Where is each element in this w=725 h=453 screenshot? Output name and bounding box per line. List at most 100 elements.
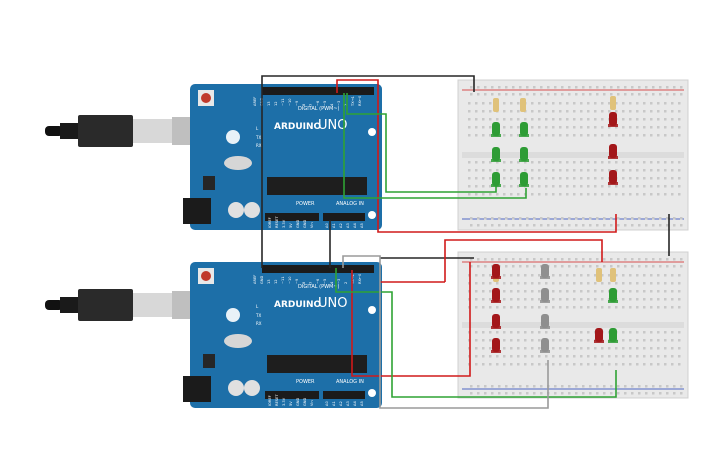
pin-label: ~10 xyxy=(288,98,292,106)
pin-label: ~5 xyxy=(323,101,327,106)
pin-label: ~6 xyxy=(316,100,320,106)
pin-label: ~11 xyxy=(281,276,285,284)
pin-label: TX→1 xyxy=(351,274,355,285)
led[interactable] xyxy=(491,147,501,162)
pin-label: 12 xyxy=(274,279,278,284)
analog-label-bottom: ANALOG IN xyxy=(336,379,364,385)
pin-label: ~5 xyxy=(323,279,327,284)
wire-green-bottom-1[interactable] xyxy=(335,268,617,398)
resistors-top[interactable] xyxy=(493,96,616,112)
pin-label: A4 xyxy=(353,401,357,406)
analog-header-top xyxy=(323,213,365,221)
wire-red-bottom-signal[interactable] xyxy=(351,262,471,377)
wire-gray-bottom[interactable] xyxy=(342,255,549,409)
pin-label: ~3 xyxy=(337,279,341,284)
power-label-top: POWER xyxy=(296,201,315,207)
pin-label: A1 xyxy=(332,401,336,406)
svg-text:TX: TX xyxy=(255,135,261,140)
wire-green-top-2[interactable] xyxy=(343,93,527,199)
led[interactable] xyxy=(608,288,618,303)
model-label-bottom: UNO xyxy=(318,296,347,311)
leds-bottom[interactable] xyxy=(491,264,618,353)
led[interactable] xyxy=(594,328,604,343)
svg-text:RX: RX xyxy=(256,143,262,148)
pin-label: 8 xyxy=(302,281,306,284)
reset-button-bottom[interactable] xyxy=(201,271,211,281)
pin-label: ~9 xyxy=(295,100,299,106)
power-jack-top xyxy=(183,198,211,224)
usb-cable-bottom[interactable] xyxy=(45,289,212,321)
pin-label: RX←0 xyxy=(358,273,362,284)
led[interactable] xyxy=(608,144,618,159)
led[interactable] xyxy=(519,147,529,162)
pin-label: ~11 xyxy=(281,98,285,106)
led[interactable] xyxy=(540,264,550,279)
arduino-board-bottom[interactable]: ARDUINO UNO DIGITAL (PWM~) ANALOG IN POW… xyxy=(183,262,382,408)
pin-label: 7 xyxy=(309,104,313,106)
pin-label: GND xyxy=(260,276,264,284)
pin-label: A0 xyxy=(325,401,329,406)
led[interactable] xyxy=(491,338,501,353)
wire-red-bottom-5v[interactable] xyxy=(444,239,603,282)
pin-label: AREF xyxy=(253,275,257,284)
power-label-bottom: POWER xyxy=(296,379,315,385)
reset-button-top[interactable] xyxy=(201,93,211,103)
analog-header-bottom xyxy=(323,391,365,399)
led[interactable] xyxy=(540,314,550,329)
analog-label-top: ANALOG IN xyxy=(336,201,364,207)
led[interactable] xyxy=(608,170,618,185)
wires xyxy=(261,75,670,409)
pin-label: 12 xyxy=(274,101,278,106)
pin-label: ~10 xyxy=(288,276,292,284)
led[interactable] xyxy=(540,338,550,353)
pin-label: A5 xyxy=(360,401,364,406)
pin-label: A3 xyxy=(346,223,350,228)
arduino-board-top[interactable]: ARDUINO UNO DIGITAL (PWM~) ANALOG IN POW… xyxy=(183,84,382,230)
led[interactable] xyxy=(491,288,501,303)
pin-label: TX→1 xyxy=(351,96,355,107)
svg-text:L: L xyxy=(256,126,259,131)
pin-label: 7 xyxy=(309,282,313,284)
pin-label: 4 xyxy=(330,281,334,284)
pin-label: RX←0 xyxy=(358,95,362,106)
led[interactable] xyxy=(519,122,529,137)
chip-bottom xyxy=(267,355,367,373)
pin-label: A3 xyxy=(346,401,350,406)
digital-header-bottom xyxy=(262,265,374,273)
model-label-top: UNO xyxy=(318,118,347,133)
led[interactable] xyxy=(491,314,501,329)
pin-label: 2 xyxy=(344,282,348,284)
pin-label: 13 xyxy=(267,101,271,106)
pin-label: A2 xyxy=(339,401,343,406)
led[interactable] xyxy=(608,112,618,127)
wire-red-top-5v[interactable] xyxy=(336,79,617,233)
leds-top[interactable] xyxy=(491,112,618,187)
led[interactable] xyxy=(540,288,550,303)
pin-label: 3.3V xyxy=(282,397,286,406)
pin-label: GND xyxy=(296,398,300,406)
power-header-bottom xyxy=(265,391,319,399)
led[interactable] xyxy=(519,172,529,187)
led[interactable] xyxy=(491,122,501,137)
pin-label: A5 xyxy=(360,223,364,228)
pin-label: IOREF xyxy=(268,395,272,406)
pin-label: A0 xyxy=(325,223,329,228)
brand-logo-top: ARDUINO xyxy=(274,122,322,132)
pin-label: GND xyxy=(296,220,300,228)
usb-cable-top[interactable] xyxy=(45,115,212,147)
digital-label-top: DIGITAL (PWM~) xyxy=(298,106,340,112)
pin-label: ~9 xyxy=(295,278,299,284)
led[interactable] xyxy=(491,264,501,279)
digital-label-bottom: DIGITAL (PWM~) xyxy=(298,284,340,290)
wire-black-top-gnd[interactable] xyxy=(261,75,475,92)
led[interactable] xyxy=(491,172,501,187)
wire-green-top-1[interactable] xyxy=(346,93,497,193)
led[interactable] xyxy=(608,328,618,343)
